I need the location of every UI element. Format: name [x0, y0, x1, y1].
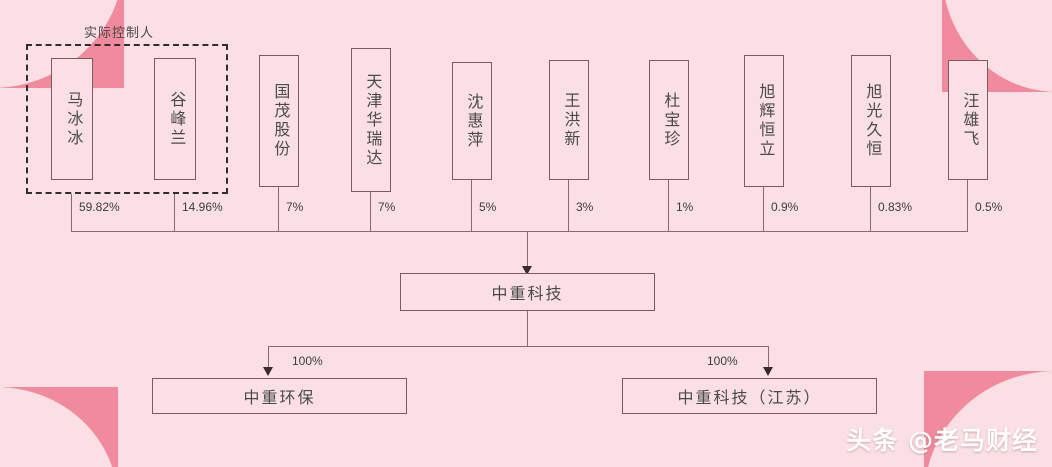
- watermark: 头条 @老马财经: [846, 426, 1038, 455]
- ownership-line: [568, 180, 570, 232]
- shareholder-name: 汪雄飞: [960, 91, 978, 149]
- ownership-line: [174, 194, 176, 232]
- ownership-line: [870, 187, 872, 232]
- subsidiary-box-zhongzhongkeji-jiangsu: 中重科技（江苏）: [622, 378, 877, 414]
- actual-controller-group: [26, 44, 228, 194]
- ownership-percent: 0.9%: [771, 200, 799, 214]
- shareholder-bus-line: [71, 231, 968, 233]
- ownership-line: [71, 194, 73, 232]
- subsidiary-drop-line-right: [768, 346, 770, 369]
- subsidiary-bus-line: [268, 346, 769, 348]
- subsidiary-percent: 100%: [292, 354, 323, 368]
- shareholder-name: 国茂股份: [271, 83, 289, 159]
- actual-controller-label: 实际控制人: [84, 25, 155, 40]
- ownership-line: [370, 192, 372, 232]
- shareholder-box-guomaogufen: 国茂股份: [259, 55, 299, 187]
- ownership-line: [763, 187, 765, 232]
- ownership-percent: 0.83%: [878, 200, 913, 214]
- shareholder-box-wangxiongfei: 汪雄飞: [948, 60, 988, 180]
- shareholder-box-shenhuiping: 沈惠萍: [452, 62, 492, 180]
- ownership-percent: 1%: [676, 200, 694, 214]
- shareholder-box-dubaozhen: 杜宝珍: [649, 60, 689, 180]
- subsidiary-percent: 100%: [707, 354, 738, 368]
- company-box-zhongzhongkeji: 中重科技: [400, 273, 655, 311]
- subsidiary-drop-line-left: [268, 346, 270, 369]
- subsidiary-arrow-icon-left: [263, 367, 273, 376]
- ownership-percent: 14.96%: [182, 200, 223, 214]
- ownership-line: [278, 187, 280, 232]
- shareholder-name: 旭辉恒立: [756, 83, 774, 159]
- shareholder-box-xuguangjiuheng: 旭光久恒: [851, 55, 891, 187]
- shareholder-name: 杜宝珍: [661, 91, 679, 149]
- ownership-percent: 0.5%: [975, 200, 1003, 214]
- shareholder-name: 王洪新: [561, 91, 579, 149]
- ownership-line: [668, 180, 670, 232]
- shareholder-name: 天津华瑞达: [363, 72, 381, 168]
- shareholder-box-machongbing: 马冰冰: [51, 58, 93, 180]
- ownership-line: [471, 180, 473, 232]
- subsidiary-arrow-icon-right: [763, 367, 773, 376]
- subsidiary-name: 中重科技（江苏）: [677, 390, 822, 407]
- ownership-percent: 59.82%: [79, 200, 120, 214]
- ownership-percent: 3%: [576, 200, 594, 214]
- ownership-percent: 7%: [378, 200, 396, 214]
- shareholder-box-wanghongxin: 王洪新: [549, 60, 589, 180]
- ownership-line: [967, 180, 969, 232]
- ownership-percent: 7%: [286, 200, 304, 214]
- company-inflow-line: [527, 231, 529, 269]
- subsidiary-box-zhongzhonghuanbao: 中重环保: [152, 378, 407, 414]
- shareholder-box-xuhuihengli: 旭辉恒立: [744, 55, 784, 187]
- shareholder-name: 马冰冰: [64, 90, 82, 148]
- corner-decoration-bottom-left: [0, 387, 118, 467]
- shareholder-name: 旭光久恒: [863, 83, 881, 159]
- shareholder-box-tianjinhuaruida: 天津华瑞达: [351, 48, 391, 192]
- ownership-percent: 5%: [479, 200, 497, 214]
- shareholder-name: 沈惠萍: [464, 92, 482, 150]
- company-name: 中重科技: [491, 286, 564, 303]
- shareholder-name: 谷峰兰: [167, 90, 185, 148]
- subsidiary-name: 中重环保: [243, 390, 316, 407]
- company-inflow-arrow-icon: [522, 266, 532, 275]
- subsidiary-stem-line: [527, 311, 529, 347]
- shareholder-box-gufenglan: 谷峰兰: [154, 58, 196, 180]
